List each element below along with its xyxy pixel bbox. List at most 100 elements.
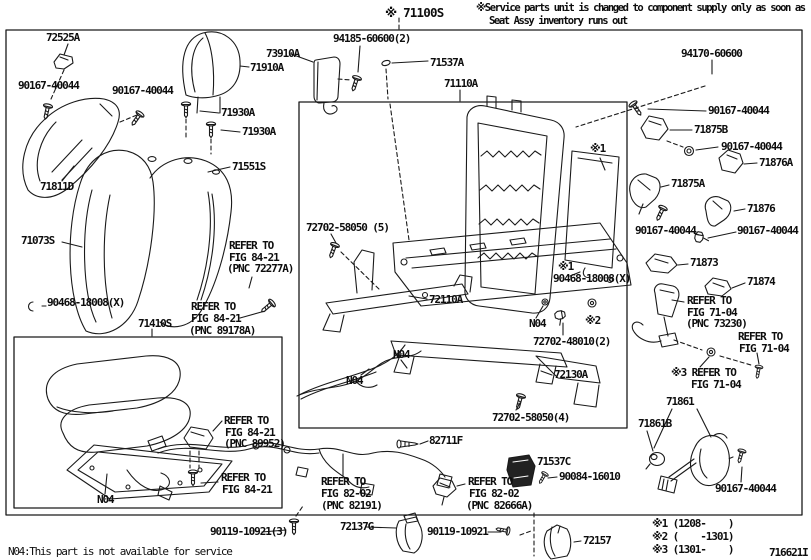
part-71110a[interactable]: 71110A <box>444 77 478 90</box>
ref-8202-82666a-3[interactable]: (PNC 82666A) <box>466 499 533 512</box>
part-90167-40044-3[interactable]: 90167-40044 <box>708 104 770 117</box>
part-71875a[interactable]: 71875A <box>671 177 705 190</box>
lbl-n04-2: N04 <box>393 348 411 361</box>
part-71811d[interactable]: 71811D <box>40 180 74 193</box>
cushion-box <box>13 336 283 509</box>
part-94185-60600[interactable]: 94185-60600(2) <box>333 32 411 45</box>
mark-x1-board: ※1 <box>590 142 606 155</box>
n04-wire-drawing <box>296 350 422 397</box>
part-71537c[interactable]: 71537C <box>537 455 571 468</box>
ref-7104-73230-1[interactable]: REFER TO <box>687 294 732 307</box>
ref-8421-89952-1[interactable]: REFER TO <box>224 414 269 427</box>
part-71873[interactable]: 71873 <box>690 256 719 269</box>
part-90119-10921[interactable]: 90119-10921 <box>427 525 489 538</box>
part-90468-18008-1[interactable]: 90468-18008(X) <box>47 296 125 309</box>
part-72110a[interactable]: 72110A <box>429 293 463 306</box>
ref-8421-89178a-3[interactable]: (PNC 89178A) <box>189 324 256 337</box>
revision-mark-1: ※1 (1208- ) <box>652 517 734 530</box>
part-71876[interactable]: 71876 <box>747 202 776 215</box>
ref-8202-82191-2[interactable]: FIG 82-02 <box>321 487 372 500</box>
ref-8421-72277a-2[interactable]: FIG 84-21 <box>229 251 280 264</box>
seatbelt-buckle-drawing <box>631 283 764 380</box>
part-71876a[interactable]: 71876A <box>759 156 793 169</box>
part-71073s[interactable]: 71073S <box>21 234 55 247</box>
ref-8421-89178a-2[interactable]: FIG 84-21 <box>191 312 242 325</box>
dashed-lines <box>50 17 752 557</box>
ref-7104-x3-1[interactable]: ※3 REFER TO <box>671 366 737 379</box>
outer-diagram-box <box>5 29 803 516</box>
part-71537a[interactable]: 71537A <box>430 56 464 69</box>
seatback-pad-drawing <box>69 101 233 335</box>
ref-7104-a-2[interactable]: FIG 71-04 <box>739 342 790 355</box>
assembly-code-label[interactable]: ※ 71100S <box>385 5 444 20</box>
part-71910a[interactable]: 71910A <box>250 61 284 74</box>
ref-8421-72277a-1[interactable]: REFER TO <box>229 239 274 252</box>
revision-mark-2: ※2 ( -1301) <box>652 530 734 543</box>
part-72137g[interactable]: 72137G <box>340 520 374 533</box>
lbl-n04-1: N04 <box>529 317 547 330</box>
ref-8421-89952-3[interactable]: (PNC 89952) <box>224 437 286 450</box>
part-71930a-1[interactable]: 71930A <box>221 106 255 119</box>
part-90167-40044-5[interactable]: 90167-40044 <box>635 224 697 237</box>
drawing-number: 716621I <box>769 546 809 559</box>
part-72702-48010[interactable]: 72702-48010(2) <box>533 335 611 348</box>
part-90167-40044-2[interactable]: 90167-40044 <box>112 84 174 97</box>
ref-8421-b-1[interactable]: REFER TO <box>221 471 266 484</box>
seat-adjuster-drawing <box>298 249 601 408</box>
part-90167-40044-4[interactable]: 90167-40044 <box>721 140 783 153</box>
part-72702-58050-5[interactable]: 72702-58050 (5) <box>306 221 390 234</box>
part-90167-40044-7[interactable]: 90167-40044 <box>715 482 777 495</box>
part-71875b[interactable]: 71875B <box>694 123 728 136</box>
hinge-brackets-drawing <box>627 99 744 297</box>
ref-8421-72277a-3[interactable]: (PNC 72277A) <box>227 262 294 275</box>
headrest-drawing <box>182 31 241 114</box>
part-90119-10921-3[interactable]: 90119-10921(3) <box>210 525 288 538</box>
seatback-board-drawing <box>564 150 620 278</box>
ref-8421-89952-2[interactable]: FIG 84-21 <box>225 426 276 439</box>
part-72525a[interactable]: 72525A <box>46 31 80 44</box>
part-71874[interactable]: 71874 <box>747 275 776 288</box>
ref-7104-73230-3[interactable]: (PNC 73230) <box>686 317 748 330</box>
ref-8202-82666a-2[interactable]: FIG 82-02 <box>469 487 520 500</box>
bottom-parts-drawing <box>27 59 597 560</box>
seat-frame-drawing <box>392 95 632 314</box>
lbl-n04-4: N04 <box>97 493 115 506</box>
ref-7104-x3-2[interactable]: FIG 71-04 <box>691 378 742 391</box>
availability-note: N04:This part is not available for servi… <box>8 545 233 558</box>
mark-x1-2: ※1 <box>558 260 574 273</box>
ref-8421-b-2[interactable]: FIG 84-21 <box>222 483 273 496</box>
ref-8202-82191-1[interactable]: REFER TO <box>321 475 366 488</box>
lbl-n04-3: N04 <box>346 374 364 387</box>
service-note-line1: ※Service parts unit is changed to compon… <box>476 2 806 14</box>
ref-8202-82666a-1[interactable]: REFER TO <box>468 475 513 488</box>
part-73910a[interactable]: 73910A <box>266 47 300 60</box>
part-71930a-2[interactable]: 71930A <box>242 125 276 138</box>
ref-7104-a-1[interactable]: REFER TO <box>738 330 783 343</box>
part-90468-18008-2[interactable]: 90468-18008(X) <box>553 272 631 285</box>
part-71410s[interactable]: 71410S <box>138 317 172 330</box>
part-90167-40044-1[interactable]: 90167-40044 <box>18 79 80 92</box>
part-82711f[interactable]: 82711F <box>429 434 463 447</box>
mark-x2: ※2 <box>585 314 601 327</box>
service-note-line2: Seat Assy inventory runs out <box>489 15 628 27</box>
ref-7104-73230-2[interactable]: FIG 71-04 <box>687 306 738 319</box>
recliner-cover-drawing <box>645 433 747 494</box>
seatback-module-drawing <box>313 56 363 115</box>
part-71861b[interactable]: 71861B <box>638 417 672 430</box>
wiring-harness-drawing <box>147 435 457 506</box>
part-72702-58050-4[interactable]: 72702-58050(4) <box>492 411 570 424</box>
part-94170-60600[interactable]: 94170-60600 <box>681 47 743 60</box>
ref-8202-82191-3[interactable]: (PNC 82191) <box>321 499 383 512</box>
clip-72525a-drawing <box>40 53 74 121</box>
part-72157[interactable]: 72157 <box>583 534 612 547</box>
part-72130a[interactable]: 72130A <box>554 368 588 381</box>
revision-mark-3: ※3 (1301- ) <box>652 543 734 556</box>
seat-cushion-drawing <box>45 355 233 501</box>
seat-shield-drawing <box>22 97 146 198</box>
part-90084-16010[interactable]: 90084-16010 <box>559 470 621 483</box>
part-90167-40044-6[interactable]: 90167-40044 <box>737 224 799 237</box>
part-71861[interactable]: 71861 <box>666 395 695 408</box>
ref-8421-89178a-1[interactable]: REFER TO <box>191 300 236 313</box>
part-71551s[interactable]: 71551S <box>232 160 266 173</box>
